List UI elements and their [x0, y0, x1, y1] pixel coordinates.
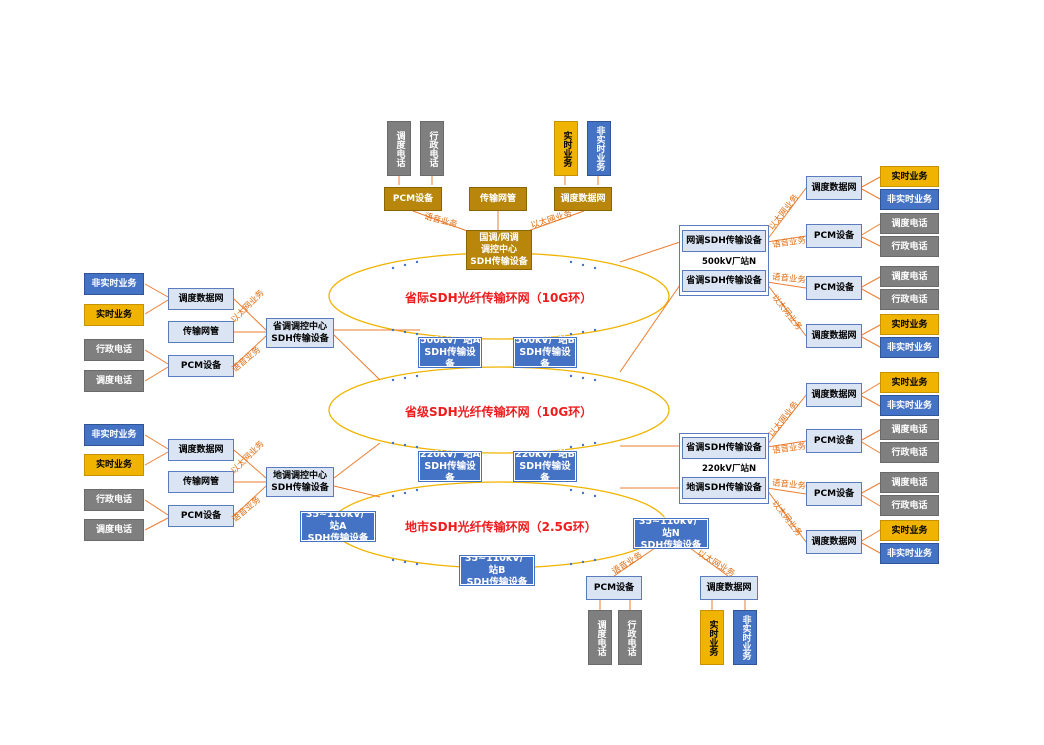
admin-phone-leaf: 行政电话	[618, 610, 642, 665]
transmission-nms: 传输网管	[168, 471, 234, 493]
dispatch-data-network: 调度数据网	[168, 439, 234, 461]
admin-phone-leaf: 行政电话	[84, 339, 144, 361]
nonrealtime-leaf: 非实时业务	[880, 543, 939, 564]
station-500kv-a: 500kV厂站A SDH传输设备	[418, 334, 482, 370]
national-dispatch-sdh-hub: 国调/网调 调控中心 SDH传输设备	[466, 230, 532, 270]
transmission-nms: 传输网管	[469, 187, 527, 211]
dispatch-data-network: 调度数据网	[806, 176, 862, 200]
provincial-ring	[328, 366, 670, 454]
pcm-device: PCM设备	[586, 576, 642, 600]
city-dispatch-sdh-hub: 地调调控中心 SDH传输设备	[266, 467, 334, 497]
realtime-leaf: 实时业务	[84, 304, 144, 326]
pcm-device: PCM设备	[806, 482, 862, 506]
station-35-110kv-a: 35~110kV厂站A SDH传输设备	[300, 509, 376, 544]
provincial-dispatch-sdh-device: 省调SDH传输设备	[682, 437, 766, 459]
nonrealtime-leaf: 非实时业务	[880, 189, 939, 210]
provincial-dispatch-sdh-device: 省调SDH传输设备	[682, 270, 766, 292]
dispatch-data-network: 调度数据网	[700, 576, 758, 600]
pcm-device: PCM设备	[806, 224, 862, 248]
group-title: 220kV厂站N	[702, 464, 757, 474]
station-35-110kv-b: 35~110kV厂站B SDH传输设备	[459, 553, 535, 588]
pcm-device: PCM设备	[384, 187, 442, 211]
transmission-nms: 传输网管	[168, 321, 234, 343]
group-title: 500kV厂站N	[702, 257, 757, 267]
dispatch-phone-leaf: 调度电话	[84, 370, 144, 392]
admin-phone-leaf: 行政电话	[880, 495, 939, 516]
admin-phone-leaf: 行政电话	[880, 442, 939, 463]
city-ring-label: 地市SDH光纤传输环网（2.5G环）	[405, 520, 597, 534]
nonrealtime-leaf: 非实时业务	[880, 337, 939, 358]
dispatch-data-network: 调度数据网	[168, 288, 234, 310]
admin-phone-leaf: 行政电话	[880, 236, 939, 257]
dispatch-phone-leaf: 调度电话	[880, 266, 939, 287]
realtime-leaf: 实时业务	[880, 166, 939, 187]
nonrealtime-leaf: 非实时业务	[880, 395, 939, 416]
dispatch-phone-leaf: 调度电话	[880, 419, 939, 440]
nonrealtime-leaf: 非实时业务	[587, 121, 611, 176]
station-500kv-b: 500kV厂站B SDH传输设备	[513, 334, 577, 370]
city-dispatch-sdh-device: 地调SDH传输设备	[682, 477, 766, 499]
provincial-ring-label: 省级SDH光纤传输环网（10G环）	[405, 405, 593, 419]
nonrealtime-leaf: 非实时业务	[84, 424, 144, 446]
realtime-leaf: 实时业务	[554, 121, 578, 176]
grid-dispatch-sdh-device: 网调SDH传输设备	[682, 230, 766, 252]
dispatch-phone-leaf: 调度电话	[880, 213, 939, 234]
realtime-leaf: 实时业务	[84, 454, 144, 476]
nonrealtime-leaf: 非实时业务	[84, 273, 144, 295]
realtime-leaf: 实时业务	[880, 372, 939, 393]
pcm-device: PCM设备	[168, 505, 234, 527]
dispatch-data-network: 调度数据网	[806, 530, 862, 554]
dispatch-data-network: 调度数据网	[806, 383, 862, 407]
dispatch-phone-leaf: 调度电话	[880, 472, 939, 493]
admin-phone-leaf: 行政电话	[84, 489, 144, 511]
international-ring-label: 省际SDH光纤传输环网（10G环）	[405, 291, 593, 305]
realtime-leaf: 实时业务	[880, 314, 939, 335]
pcm-device: PCM设备	[168, 355, 234, 377]
realtime-leaf: 实时业务	[700, 610, 724, 665]
station-35-110kv-n: 35~110kV厂站N SDH传输设备	[633, 516, 709, 551]
realtime-leaf: 实时业务	[880, 520, 939, 541]
dispatch-phone-leaf: 调度电话	[84, 519, 144, 541]
dispatch-data-network: 调度数据网	[806, 324, 862, 348]
nonrealtime-leaf: 非实时业务	[733, 610, 757, 665]
admin-phone-leaf: 行政电话	[420, 121, 444, 176]
pcm-device: PCM设备	[806, 429, 862, 453]
provincial-dispatch-sdh-hub: 省调调控中心 SDH传输设备	[266, 318, 334, 348]
station-220kv-a: 220kV厂站A SDH传输设备	[418, 448, 482, 484]
dispatch-phone-leaf: 调度电话	[588, 610, 612, 665]
dispatch-data-network: 调度数据网	[554, 187, 612, 211]
pcm-device: PCM设备	[806, 276, 862, 300]
admin-phone-leaf: 行政电话	[880, 289, 939, 310]
dispatch-phone-leaf: 调度电话	[387, 121, 411, 176]
station-220kv-b: 220kV厂站B SDH传输设备	[513, 448, 577, 484]
